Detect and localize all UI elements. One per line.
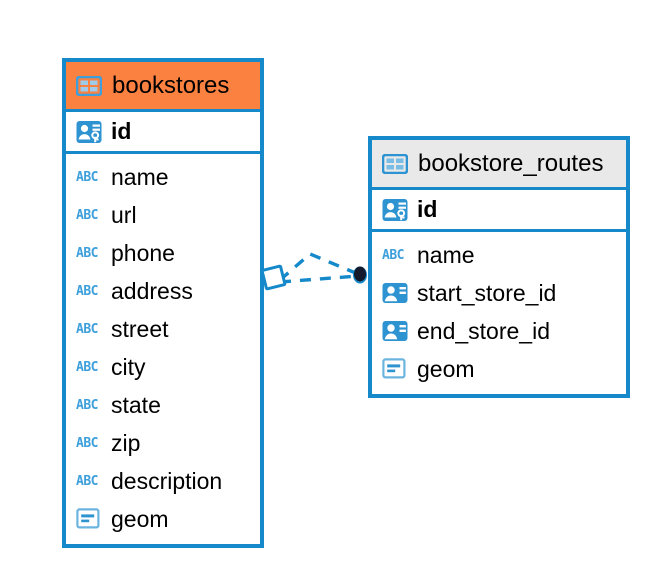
entity-header-bookstore-routes[interactable]: bookstore_routes [372,140,626,187]
field-label: end_store_id [417,317,550,344]
field-row-name[interactable]: ABC name [372,236,626,274]
svg-text:ABC: ABC [76,322,98,336]
relationship-line-lower [279,274,359,284]
field-row-geom[interactable]: geom [372,350,626,388]
field-row-url[interactable]: ABC url [66,196,260,234]
field-label: geom [111,505,169,532]
field-label: url [111,201,137,228]
field-row-zip[interactable]: ABC zip [66,424,260,462]
field-label: zip [111,429,141,456]
text-type-icon: ABC [76,284,98,298]
geometry-type-icon [382,358,406,379]
field-label: state [111,391,161,418]
svg-text:ABC: ABC [76,170,98,184]
entity-title-bookstores: bookstores [112,71,230,99]
svg-text:ABC: ABC [76,246,98,260]
text-type-icon: ABC [76,208,98,222]
diamond-marker [260,264,287,291]
text-type-icon: ABC [382,248,404,262]
field-label: geom [417,355,475,382]
field-label: name [417,241,475,268]
text-type-icon: ABC [76,322,98,336]
entity-header-bookstores[interactable]: bookstores [66,62,260,109]
entity-bookstores[interactable]: bookstores id ABC name [62,58,264,548]
text-type-icon: ABC [76,398,98,412]
geometry-type-icon [76,508,100,529]
foreign-key-icon [382,321,408,341]
svg-text:ABC: ABC [76,360,98,374]
field-row-start-store-id[interactable]: start_store_id [372,274,626,312]
svg-text:ABC: ABC [76,474,98,488]
svg-text:ABC: ABC [382,248,404,262]
table-grid-icon [382,153,408,174]
table-grid-icon [76,75,102,96]
field-row-city[interactable]: ABC city [66,348,260,386]
field-row-address[interactable]: ABC address [66,272,260,310]
field-label: phone [111,239,175,266]
field-row-geom[interactable]: geom [66,500,260,538]
entity-fields-bookstores: ABC name ABC url ABC phone ABC [66,154,260,544]
field-row-phone[interactable]: ABC phone [66,234,260,272]
field-label: street [111,315,169,342]
field-name-id: id [111,118,132,144]
field-label: start_store_id [417,279,557,306]
field-row-state[interactable]: ABC state [66,386,260,424]
field-row-primary-key[interactable]: id [372,187,626,232]
primary-key-icon [76,120,102,143]
field-row-name[interactable]: ABC name [66,158,260,196]
svg-text:ABC: ABC [76,284,98,298]
foreign-key-icon [382,283,408,303]
field-label: description [111,467,223,494]
text-type-icon: ABC [76,474,98,488]
field-label: name [111,163,169,190]
primary-key-icon [382,198,408,221]
field-row-description[interactable]: ABC description [66,462,260,500]
entity-title-bookstore-routes: bookstore_routes [418,149,604,177]
text-type-icon: ABC [76,246,98,260]
entity-fields-bookstore-routes: ABC name start_store_id [372,232,626,394]
svg-text:ABC: ABC [76,436,98,450]
entity-bookstore-routes[interactable]: bookstore_routes id ABC name [368,136,630,398]
field-row-end-store-id[interactable]: end_store_id [372,312,626,350]
field-label: city [111,353,146,380]
field-name-id: id [417,196,438,222]
text-type-icon: ABC [76,170,98,184]
filled-circle-marker [354,266,366,282]
field-label: address [111,277,193,304]
text-type-icon: ABC [76,436,98,450]
svg-text:ABC: ABC [76,208,98,222]
text-type-icon: ABC [76,360,98,374]
relationship-connector[interactable] [258,240,378,310]
field-row-street[interactable]: ABC street [66,310,260,348]
field-row-primary-key[interactable]: id [66,109,260,154]
svg-text:ABC: ABC [76,398,98,412]
